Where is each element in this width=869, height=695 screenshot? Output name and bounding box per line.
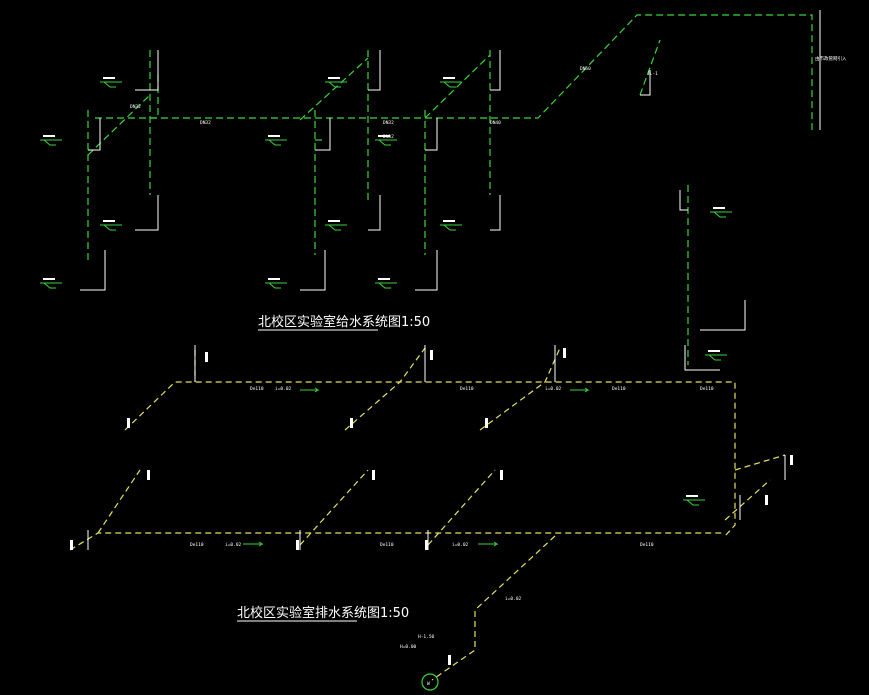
pipe-label: DN40 bbox=[490, 120, 501, 126]
supply-brackets bbox=[80, 10, 821, 371]
drain-brackets bbox=[87, 345, 786, 550]
supply-system bbox=[87, 14, 813, 365]
slope-label: i=0.02 bbox=[452, 542, 469, 548]
pipe-label: DN32 bbox=[130, 104, 141, 110]
drain-outlet bbox=[431, 535, 556, 681]
pipe-label: JL-1 bbox=[647, 71, 658, 77]
supply-diagonal-2 bbox=[299, 57, 369, 121]
pipe-label: De110 bbox=[380, 542, 394, 548]
pipe-label: De110 bbox=[190, 542, 204, 548]
drain-main-upper bbox=[124, 381, 736, 537]
pipe-label: De110 bbox=[640, 542, 654, 548]
supply-labels: DN32 DN32 DN32 DN32 DN40 DN50 JL-1 由市政管网… bbox=[130, 55, 847, 140]
pipe-label: De110 bbox=[250, 386, 264, 392]
supply-diagonal-3 bbox=[424, 54, 491, 119]
pipe-label: De110 bbox=[612, 386, 626, 392]
pipe-label: De110 bbox=[460, 386, 474, 392]
slope-label: i=0.02 bbox=[505, 596, 522, 602]
pipe-label: DN50 bbox=[580, 66, 591, 72]
supply-title: 北校区实验室给水系统图1:50 bbox=[258, 314, 430, 330]
pipe-label: DN32 bbox=[383, 134, 394, 140]
pipe-label: De110 bbox=[700, 386, 714, 392]
outlet-well: W bbox=[421, 673, 439, 691]
pipe-label: DN32 bbox=[200, 120, 211, 126]
elevation-label: H-1.50 bbox=[418, 634, 435, 640]
drain-main-lower bbox=[69, 532, 725, 551]
slope-label: i=0.02 bbox=[545, 386, 562, 392]
drain-labels: De110 i=0.02 De110 i=0.02 De110 De110 De… bbox=[190, 386, 714, 650]
pipe-label: 由市政管网引入 bbox=[815, 55, 847, 62]
drain-tags bbox=[70, 348, 793, 665]
slope-label: i=0.02 bbox=[275, 386, 292, 392]
well-label: W bbox=[427, 681, 430, 687]
supply-main-pipe bbox=[95, 14, 813, 130]
pipe-label: DN32 bbox=[383, 120, 394, 126]
elevation-label: H=0.00 bbox=[400, 644, 417, 650]
slope-label: i=0.02 bbox=[225, 542, 242, 548]
flow-arrows bbox=[243, 387, 590, 547]
supply-diagonal-4 bbox=[639, 39, 661, 96]
drain-title: 北校区实验室排水系统图1:50 bbox=[237, 605, 409, 621]
supply-branch-1 bbox=[150, 75, 159, 119]
drain-system bbox=[69, 347, 786, 681]
supply-diagonal-1 bbox=[87, 94, 151, 156]
